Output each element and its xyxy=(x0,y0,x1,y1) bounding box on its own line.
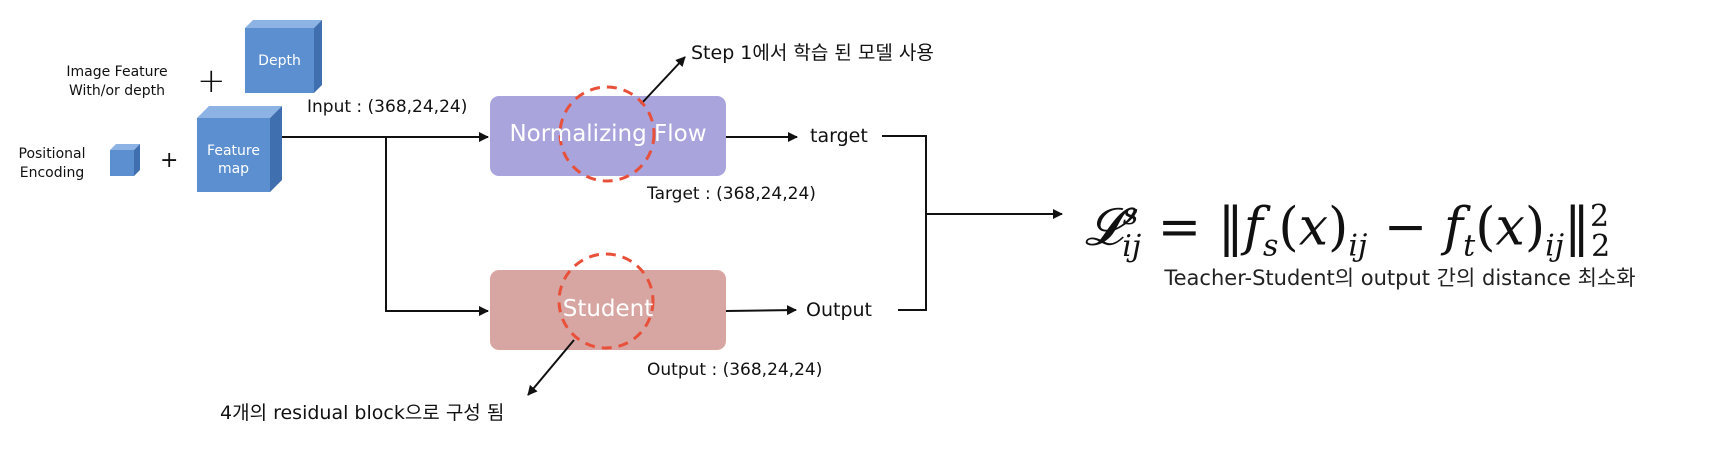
depth-cube xyxy=(245,20,322,93)
target-shape-label: Target : (368,24,24) xyxy=(647,184,816,204)
output-label: Output xyxy=(806,299,872,321)
target-label: target xyxy=(810,125,868,147)
residual-block-annotation: 4개의 residual block으로 구성 됨 xyxy=(220,402,505,424)
connection-lines xyxy=(282,56,1063,396)
positional-encoding-cube xyxy=(110,144,140,176)
student-box xyxy=(490,270,726,350)
normalizing-flow-box xyxy=(490,96,726,176)
feature-map-label: Feature map xyxy=(207,143,260,177)
highlight-circle-student xyxy=(557,252,655,350)
student-label: Student xyxy=(562,296,654,322)
feature-map-cube xyxy=(197,106,282,192)
positional-encoding-label: Positional Encoding xyxy=(18,146,86,181)
step1-annotation: Step 1에서 학습 된 모델 사용 xyxy=(691,42,934,64)
input-shape-label: Input : (368,24,24) xyxy=(307,97,468,117)
output-shape-label: Output : (368,24,24) xyxy=(647,360,823,380)
highlight-circle-flow xyxy=(558,85,656,183)
loss-caption: Teacher-Student의 output 간의 distance 최소화 xyxy=(1164,266,1636,290)
plus-sign-small: + xyxy=(160,148,179,173)
image-feature-label: Image Feature With/or depth xyxy=(66,64,168,99)
loss-formula: 𝓛sij = ‖fs(x)ij − ft(x)ij‖22 xyxy=(1085,197,1611,264)
normalizing-flow-label: Normalizing Flow xyxy=(509,121,707,147)
plus-sign-large: + xyxy=(197,61,226,101)
depth-label: Depth xyxy=(258,53,301,69)
